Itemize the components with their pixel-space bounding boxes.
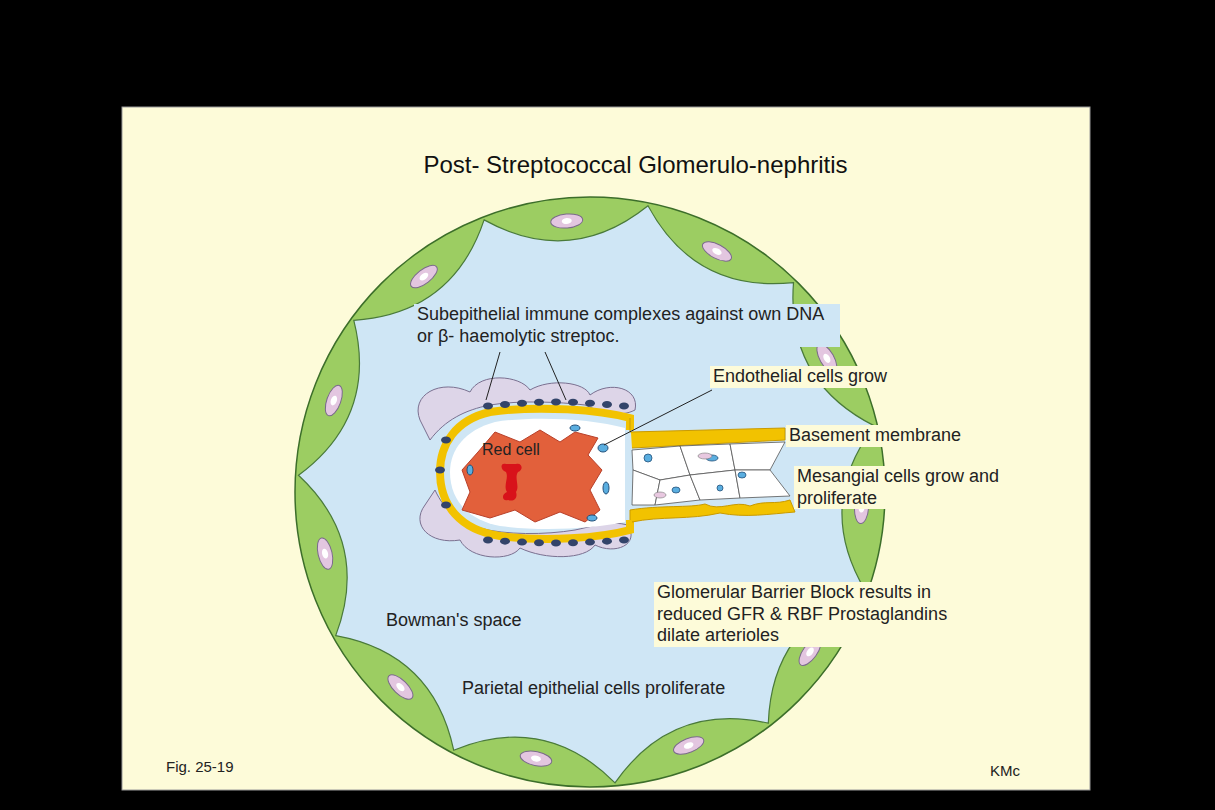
immune-complex (551, 399, 561, 406)
immune-complex (500, 401, 510, 408)
title: Post- Streptococcal Glomerulo-nephritis (28, 151, 1215, 180)
immune-complex (585, 539, 595, 546)
part-label: Red cell (482, 440, 540, 459)
leader-line (486, 352, 712, 445)
immune-complex (441, 437, 451, 444)
immune-complex (534, 399, 544, 406)
part-label: Basement membrane (786, 425, 964, 447)
immune-complexes (435, 399, 629, 547)
parietal-nucleus (550, 213, 583, 230)
part-label: Bowman's space (386, 610, 522, 632)
immune-complex (534, 539, 544, 546)
immune-complex (568, 399, 578, 406)
parietal-nucleus (315, 536, 336, 570)
immune-complex (441, 502, 451, 509)
nucleolus (822, 352, 832, 364)
panel (122, 107, 1090, 790)
nucleolus (395, 681, 406, 692)
nucleolus (711, 246, 723, 256)
immune-complex (619, 537, 629, 544)
immune-complex (500, 538, 510, 545)
part-label: Mesangial cells grow and proliferate (794, 466, 1015, 509)
parietal-nucleus (700, 238, 735, 265)
nucleolus (683, 741, 694, 750)
nucleolus (530, 755, 541, 763)
immune-complex (568, 539, 578, 546)
parietal-cells (315, 213, 870, 769)
mesangial-nuclei (654, 453, 712, 498)
callout-label: Endothelial cells grow (710, 366, 890, 388)
nucleolus (321, 548, 329, 559)
parietal-nucleus (671, 733, 706, 758)
parietal-nucleus (322, 383, 346, 418)
red-cell (502, 464, 522, 501)
immune-complex (517, 400, 527, 407)
immune-complex (483, 403, 493, 410)
nucleolus (562, 218, 572, 225)
immune-complex (619, 403, 629, 410)
endothelial-nuclei (467, 425, 609, 521)
nucleolus (329, 395, 338, 406)
mesangial-nuclei (644, 454, 746, 493)
immune-complex (551, 540, 561, 547)
immune-complex (517, 539, 527, 546)
parietal-nucleus (384, 671, 417, 703)
nucleolus (418, 271, 430, 282)
note: Glomerular Barrier Block results in redu… (654, 582, 965, 647)
capillary-lumen (462, 430, 602, 522)
nucleolus (805, 646, 816, 658)
author-mark: KMc (990, 762, 1020, 780)
bowman-space (299, 206, 875, 783)
immune-complex (602, 538, 612, 545)
part-label: Parietal epithelial cells proliferate (459, 678, 728, 700)
mesangial-cells (632, 442, 790, 505)
figure-number: Fig. 25-19 (166, 758, 234, 776)
immune-complex (602, 401, 612, 408)
parietal-nucleus (519, 749, 553, 769)
immune-complex (585, 400, 595, 407)
immune-complex (435, 467, 445, 474)
podocytes (418, 378, 636, 557)
basement-membrane (440, 409, 630, 539)
parietal-nucleus (407, 261, 441, 292)
immune-complex (483, 537, 493, 544)
callout-label: Subepithelial immune complexes against o… (414, 304, 840, 347)
